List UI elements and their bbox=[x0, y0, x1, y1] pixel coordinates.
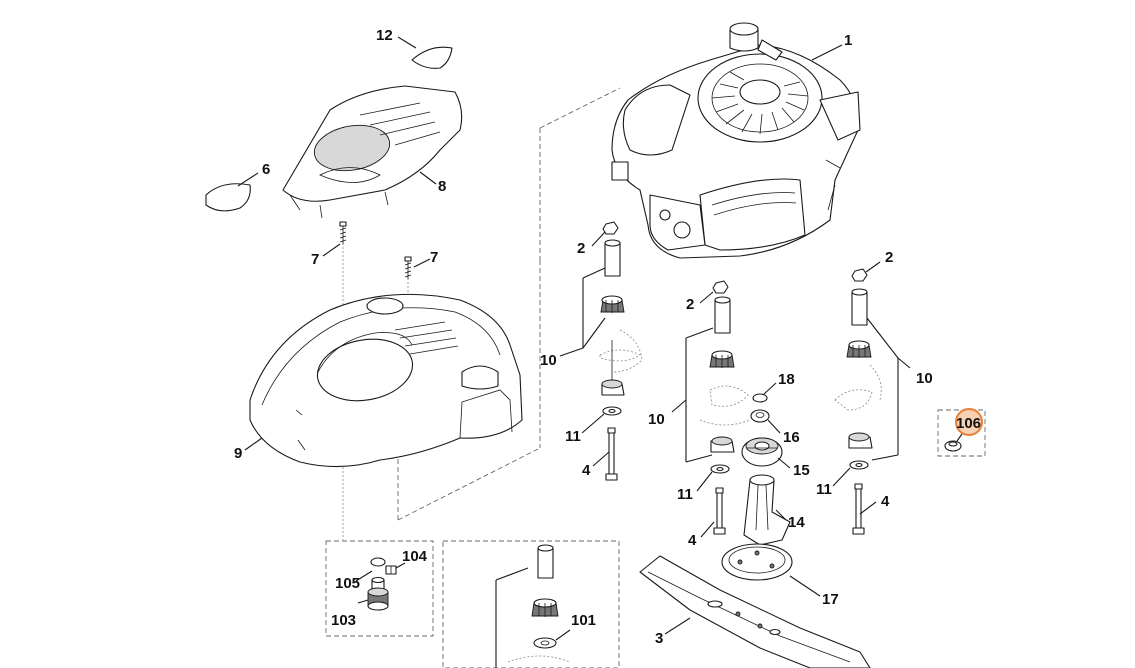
kit-103-105 bbox=[355, 557, 406, 611]
callout-17[interactable]: 17 bbox=[822, 591, 839, 608]
part-103-bushing[interactable] bbox=[367, 576, 389, 611]
callout-9[interactable]: 9 bbox=[234, 445, 242, 462]
middle-mount-stack bbox=[671, 280, 751, 535]
part-101-damper-set[interactable] bbox=[507, 544, 571, 663]
callout-18[interactable]: 18 bbox=[778, 371, 795, 388]
callout-101[interactable]: 101 bbox=[571, 612, 596, 629]
part-1-engine[interactable] bbox=[611, 22, 861, 259]
part-11-washer-right[interactable] bbox=[849, 460, 869, 470]
part-106-frame bbox=[937, 409, 986, 457]
callout-11[interactable]: 11 bbox=[816, 481, 832, 498]
part-7-screw-right[interactable] bbox=[404, 256, 412, 279]
part-11-washer-left[interactable] bbox=[602, 406, 622, 416]
callout-16[interactable]: 16 bbox=[783, 429, 800, 446]
kit-101-frame bbox=[442, 540, 620, 668]
part-17-blade-disc[interactable] bbox=[721, 543, 793, 581]
highlight-marker-106 bbox=[955, 408, 983, 436]
part-4-bolt-middle[interactable] bbox=[713, 487, 726, 535]
callout-10[interactable]: 10 bbox=[648, 411, 665, 428]
part-104-screw[interactable] bbox=[385, 565, 397, 575]
part-2-nut-middle[interactable] bbox=[712, 280, 729, 294]
part-14-blade-adapter[interactable] bbox=[743, 474, 791, 546]
part-4-bolt-right[interactable] bbox=[852, 483, 865, 535]
part-105-washer[interactable] bbox=[370, 557, 386, 567]
part-6-cap[interactable] bbox=[205, 183, 251, 212]
left-mount-stack bbox=[559, 221, 643, 481]
part-10-damper-right[interactable] bbox=[834, 288, 882, 449]
part-10-damper-middle[interactable] bbox=[699, 296, 751, 453]
part-11-washer-middle[interactable] bbox=[710, 464, 730, 474]
callout-11[interactable]: 11 bbox=[677, 486, 693, 503]
callout-12[interactable]: 12 bbox=[376, 27, 393, 44]
callout-4[interactable]: 4 bbox=[582, 462, 591, 479]
callout-7[interactable]: 7 bbox=[430, 249, 438, 266]
callout-2[interactable]: 2 bbox=[577, 240, 585, 257]
callout-15[interactable]: 15 bbox=[793, 462, 810, 479]
callout-104[interactable]: 104 bbox=[402, 548, 428, 565]
part-18-ring[interactable] bbox=[752, 393, 768, 403]
callout-4[interactable]: 4 bbox=[881, 493, 890, 510]
part-2-nut-right[interactable] bbox=[851, 268, 868, 282]
part-2-nut-left[interactable] bbox=[602, 221, 619, 235]
callout-3[interactable]: 3 bbox=[655, 630, 663, 647]
kit-103-105-frame bbox=[325, 540, 434, 637]
callout-leaders bbox=[237, 36, 963, 635]
part-3-blade[interactable] bbox=[639, 555, 871, 668]
callout-14[interactable]: 14 bbox=[788, 514, 805, 531]
callout-7[interactable]: 7 bbox=[311, 251, 319, 268]
callout-labels: 1 2 2 2 3 4 4 4 6 7 7 8 9 10 10 10 11 11… bbox=[234, 27, 981, 647]
part-9-engine-hood[interactable] bbox=[249, 293, 523, 468]
callout-4[interactable]: 4 bbox=[688, 532, 697, 549]
callout-10[interactable]: 10 bbox=[540, 352, 557, 369]
callout-8[interactable]: 8 bbox=[438, 178, 446, 195]
kit-101 bbox=[495, 544, 571, 668]
callout-1[interactable]: 1 bbox=[844, 32, 852, 49]
callout-106[interactable]: 106 bbox=[956, 415, 981, 432]
part-12-cap[interactable] bbox=[411, 46, 453, 69]
callout-10[interactable]: 10 bbox=[916, 370, 933, 387]
part-15-coupling[interactable] bbox=[741, 437, 783, 467]
callout-105[interactable]: 105 bbox=[335, 575, 360, 592]
callout-103[interactable]: 103 bbox=[331, 612, 356, 629]
part-16-bushing[interactable] bbox=[750, 409, 770, 423]
callout-2[interactable]: 2 bbox=[885, 249, 893, 266]
part-106-ring[interactable] bbox=[944, 440, 962, 452]
callout-2[interactable]: 2 bbox=[686, 296, 694, 313]
part-7-screw-left[interactable] bbox=[339, 221, 347, 244]
part-8-upper-cover[interactable] bbox=[282, 85, 463, 219]
callout-6[interactable]: 6 bbox=[262, 161, 270, 178]
callout-11[interactable]: 11 bbox=[565, 428, 581, 445]
part-4-bolt-left[interactable] bbox=[605, 427, 618, 481]
part-10-damper-left[interactable] bbox=[599, 239, 643, 396]
right-mount-stack bbox=[834, 268, 911, 535]
